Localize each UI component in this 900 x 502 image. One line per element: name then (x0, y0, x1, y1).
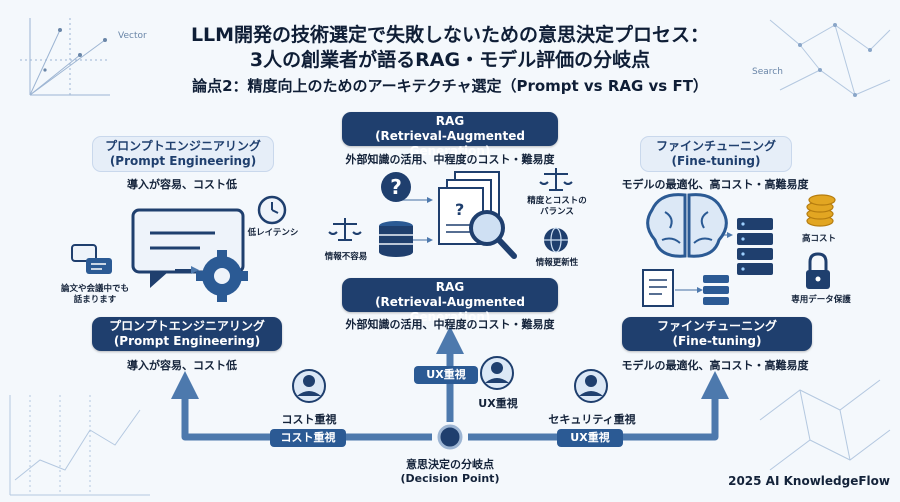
ft-bottom-desc: モデルの最適化、高コスト・高難易度 (621, 359, 809, 372)
ft-top-card: ファインチューニング (Fine-tuning) (640, 136, 792, 172)
rag-top-card: RAG (Retrieval-Augmented Generation) (342, 112, 558, 158)
decision-label-ja: 意思決定の分岐点 (406, 458, 494, 471)
label-low-latency: 低レイテンシ (247, 228, 299, 238)
person-avatar-right (574, 369, 608, 403)
label-balance-line1: 精度とコストの (527, 196, 587, 206)
right-tag: UX重視 (557, 429, 623, 447)
rag-bottom-desc: 外部知識の活用、中程度のコスト・難易度 (345, 318, 555, 331)
chat-window-icon (131, 208, 245, 288)
clock-icon (257, 195, 287, 225)
prompt-bottom-title-ja: プロンプトエンジニアリング (109, 319, 265, 333)
ft-bottom-card: ファインチューニング (Fine-tuning) (622, 317, 812, 351)
label-balance-line2: バランス (540, 207, 574, 217)
decision-label-en: (Decision Point) (400, 472, 500, 485)
magnifier-icon (469, 210, 517, 259)
prompt-top-card: プロンプトエンジニアリング (Prompt Engineering) (92, 136, 274, 172)
prompt-bottom-card: プロンプトエンジニアリング (Prompt Engineering) (92, 317, 282, 351)
left-person-label: コスト重視 (281, 413, 337, 426)
documents-icon: ? (438, 171, 500, 245)
scale-icon-left (328, 218, 362, 241)
prompt-top-desc: 導入が容易、コスト低 (127, 178, 237, 191)
bottom-left-chart-decoration (9, 395, 150, 496)
label-note-line1: 論文や会議中でも (60, 284, 129, 294)
stack-icon (703, 275, 729, 305)
ft-top-title-ja: ファインチューニング (655, 139, 776, 153)
rag-bottom-title-en: (Retrieval-Augmented Generation) (375, 295, 525, 324)
rag-top-title-en: (Retrieval-Augmented Generation) (375, 129, 525, 158)
label-info-update: 情報更新性 (535, 258, 579, 268)
svg-text:?: ? (455, 200, 464, 219)
gear-icon (196, 250, 248, 302)
footer-brand: 2025 AI KnowledgeFlow (728, 474, 890, 488)
center-person-label: UX重視 (478, 397, 518, 410)
label-note: 論文や会議中でも 話まります (40, 284, 150, 306)
ft-top-desc: モデルの最適化、高コスト・高難易度 (621, 178, 809, 191)
label-high-cost: 高コスト (801, 234, 836, 244)
question-icon: ? (381, 172, 411, 202)
server-icon (737, 218, 773, 275)
scale-icon-right (539, 168, 573, 191)
center-tag: UX重視 (414, 366, 478, 384)
rag-top-title-ja: RAG (435, 114, 465, 128)
decision-node (437, 424, 463, 450)
ft-top-title-en: (Fine-tuning) (671, 154, 761, 168)
label-info-hard: 情報不容易 (324, 252, 368, 262)
prompt-bottom-desc: 導入が容易、コスト低 (127, 359, 237, 372)
database-icon (379, 221, 413, 257)
vector-graph-decoration (20, 18, 110, 96)
speech-bubbles-icon (71, 244, 112, 274)
prompt-bottom-title-en: (Prompt Engineering) (113, 334, 261, 348)
rag-top-desc: 外部知識の活用、中程度のコスト・難易度 (345, 153, 555, 166)
left-tag: コスト重視 (270, 429, 346, 447)
ft-bottom-title-ja: ファインチューニング (656, 319, 777, 333)
page-subtitle: 論点2：精度向上のためのアーキテクチャ選定（Prompt vs RAG vs F… (192, 77, 708, 95)
search-label: Search (752, 67, 783, 77)
svg-text:?: ? (390, 175, 402, 199)
vector-label: Vector (118, 31, 147, 41)
bottom-right-net-decoration (759, 379, 891, 471)
label-data-protect: 専用データ保護 (791, 295, 851, 305)
page-title-line1: LLM開発の技術選定で失敗しないための意思決定プロセス： (190, 24, 710, 46)
prompt-top-title-ja: プロンプトエンジニアリング (105, 139, 261, 153)
document-icon (642, 269, 674, 307)
page-title-line2: 3人の創業者が語るRAG・モデル評価の分岐点 (249, 49, 651, 71)
globe-icon (544, 227, 568, 253)
ft-bottom-title-en: (Fine-tuning) (672, 334, 762, 348)
right-person-label: セキュリティ重視 (548, 413, 636, 426)
label-note-line2: 話まります (73, 295, 117, 305)
lock-icon (806, 252, 830, 289)
coins-icon (806, 194, 836, 227)
person-avatar-left (292, 369, 326, 403)
rag-bottom-title-ja: RAG (435, 280, 465, 294)
person-avatar-center (480, 356, 514, 390)
prompt-top-title-en: (Prompt Engineering) (109, 154, 257, 168)
rag-bottom-card: RAG (Retrieval-Augmented Generation) (342, 278, 558, 324)
brain-icon (646, 193, 728, 258)
label-balance: 精度とコストの バランス (518, 196, 596, 218)
